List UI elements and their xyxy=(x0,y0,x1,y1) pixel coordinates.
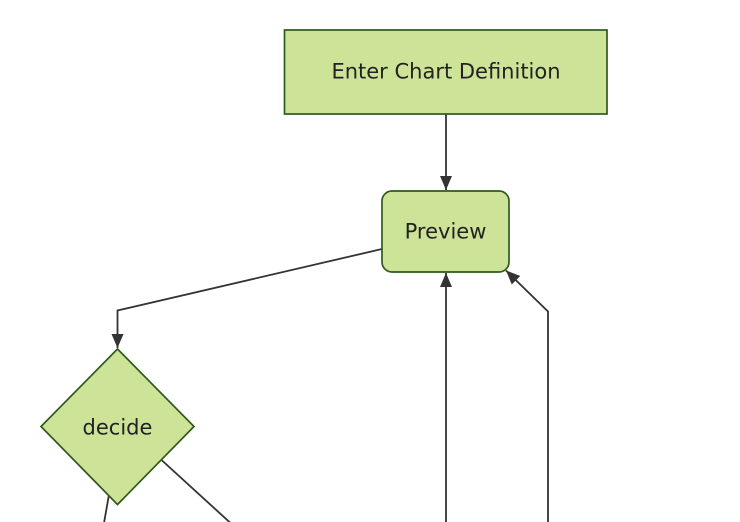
edge-decide-out-right xyxy=(160,459,231,522)
edge-preview-to-decide xyxy=(111,248,383,348)
edge-bottom-right-to-preview xyxy=(505,269,549,522)
node-enter-chart-definition xyxy=(283,29,608,115)
node-preview xyxy=(381,190,510,273)
node-decide xyxy=(39,347,196,506)
